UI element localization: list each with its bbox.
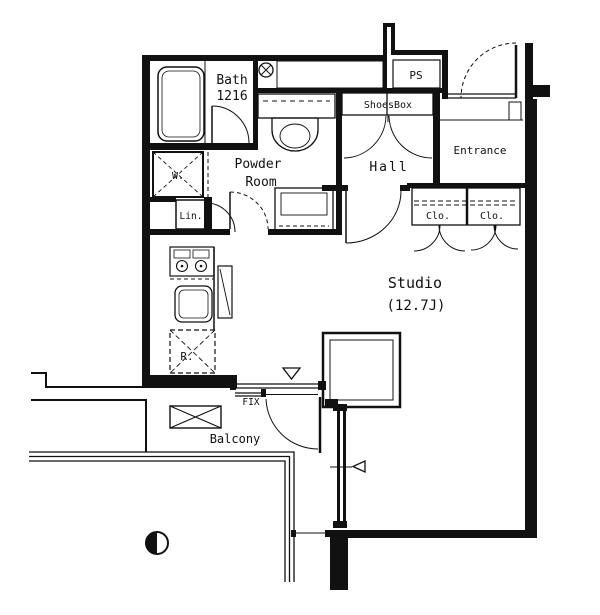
- toilet-bowl: [271, 117, 319, 152]
- powder-room-label-line2: Room: [245, 175, 276, 190]
- wall-segment: [150, 143, 258, 150]
- bath-door: [211, 105, 250, 144]
- wall-segment: [400, 185, 410, 191]
- refrigerator-label: R.: [180, 350, 193, 363]
- linen-label: Lin.: [180, 211, 203, 222]
- side-window-glass: [337, 411, 340, 521]
- toilet-seat: [279, 123, 311, 149]
- toilet: [257, 93, 336, 152]
- powder-room-label-line1: Powder: [235, 157, 282, 172]
- stove-burner: [175, 259, 189, 273]
- linen-closet-box: [175, 199, 207, 230]
- wall-segment: [525, 99, 537, 537]
- closet-hanger-pipe: [414, 200, 518, 206]
- wall-segment: [391, 23, 395, 55]
- closets: [411, 187, 521, 252]
- kitchen-panel: [217, 265, 233, 319]
- wall-segment: [336, 88, 442, 93]
- bath-label: Bath: [216, 73, 247, 88]
- wall-segment: [142, 55, 150, 387]
- balcony-rail: [29, 455, 291, 582]
- wall-segment: [322, 185, 348, 191]
- bath-door-swing: [211, 105, 250, 144]
- wall-segment: [325, 399, 338, 408]
- entrance-door-swing: [460, 42, 517, 99]
- wall-segment: [395, 50, 447, 55]
- refrigerator-space: [169, 329, 216, 374]
- washer-label: W.: [172, 171, 184, 182]
- balcony-door-swing: [265, 398, 319, 450]
- hall-label: Hall: [369, 160, 408, 175]
- building-edge: [31, 372, 237, 388]
- fix-window-label: FIX: [242, 397, 259, 408]
- balcony-rail: [29, 451, 295, 582]
- pipe-space-label: PS: [409, 69, 422, 82]
- triangle-down-marker: [281, 367, 302, 381]
- kitchen-sink: [174, 285, 213, 323]
- shoes-box-label: ShoesBox: [364, 100, 412, 111]
- bath-size-label: 1216: [216, 89, 247, 104]
- kitchen-counter: [169, 246, 233, 374]
- wall-segment: [442, 50, 448, 99]
- triangle-left-marker: [351, 459, 366, 474]
- pipe-space-box: [392, 59, 441, 89]
- labels: Bath 1216 Powder Room PS ShoesBox Hall E…: [172, 69, 507, 446]
- bathtub: [157, 66, 205, 142]
- fixtures: [29, 42, 523, 582]
- wall-segment: [253, 55, 258, 150]
- balcony-area: [29, 372, 330, 582]
- side-window-glass: [343, 411, 346, 521]
- wall-segment: [433, 92, 440, 186]
- stove-burner: [194, 259, 208, 273]
- entrance-door: [460, 42, 518, 99]
- fix-window-inner: [235, 392, 266, 397]
- window-cap: [230, 381, 236, 390]
- powder-room-door: [229, 191, 269, 230]
- balcony-label: Balcony: [210, 432, 261, 446]
- wall-segment: [336, 88, 342, 235]
- washer-space: [152, 151, 209, 198]
- balcony-hatch-box: [169, 405, 222, 429]
- entrance-label: Entrance: [454, 144, 507, 157]
- wall-segment: [204, 197, 212, 235]
- duct-space: [276, 60, 384, 89]
- wall-segment: [150, 229, 230, 235]
- vent-fan-icon: [258, 62, 274, 78]
- wall-segment: [525, 43, 533, 123]
- balcony-rail: [29, 460, 286, 582]
- wall-segment: [150, 197, 176, 202]
- wall-segment: [330, 538, 348, 590]
- window-cap: [333, 521, 347, 528]
- studio-label: Studio: [388, 274, 442, 292]
- shoes-box: [341, 92, 434, 159]
- stove: [169, 246, 215, 277]
- balcony-opening: [233, 383, 325, 453]
- toilet-tank: [257, 93, 336, 119]
- wall-segment: [383, 23, 387, 92]
- wall-segment: [533, 85, 550, 97]
- entrance-threshold: [448, 93, 516, 99]
- hall-door-swing: [345, 190, 402, 244]
- wall-segment: [407, 183, 525, 188]
- building-edge: [31, 399, 147, 452]
- entrance-pilaster: [508, 101, 522, 121]
- wall-segment: [330, 530, 537, 538]
- wall-segment: [383, 23, 395, 27]
- wall-segment: [142, 375, 237, 387]
- studio-size-label: (12.7J): [386, 298, 445, 314]
- hall-studio-door: [345, 190, 402, 244]
- powder-door-swing: [229, 191, 269, 230]
- north-indicator: [145, 531, 169, 555]
- fix-window: [233, 383, 325, 389]
- vanity-sink: [274, 187, 334, 233]
- linen-door-swing: [205, 202, 236, 233]
- wall-segment: [142, 55, 385, 61]
- walls: [142, 23, 550, 590]
- wall-segment: [253, 88, 345, 93]
- closet-left-label: Clo.: [426, 211, 450, 222]
- closet-right-label: Clo.: [480, 211, 504, 222]
- structural-box: [321, 331, 402, 409]
- bathtub-inner: [161, 70, 201, 138]
